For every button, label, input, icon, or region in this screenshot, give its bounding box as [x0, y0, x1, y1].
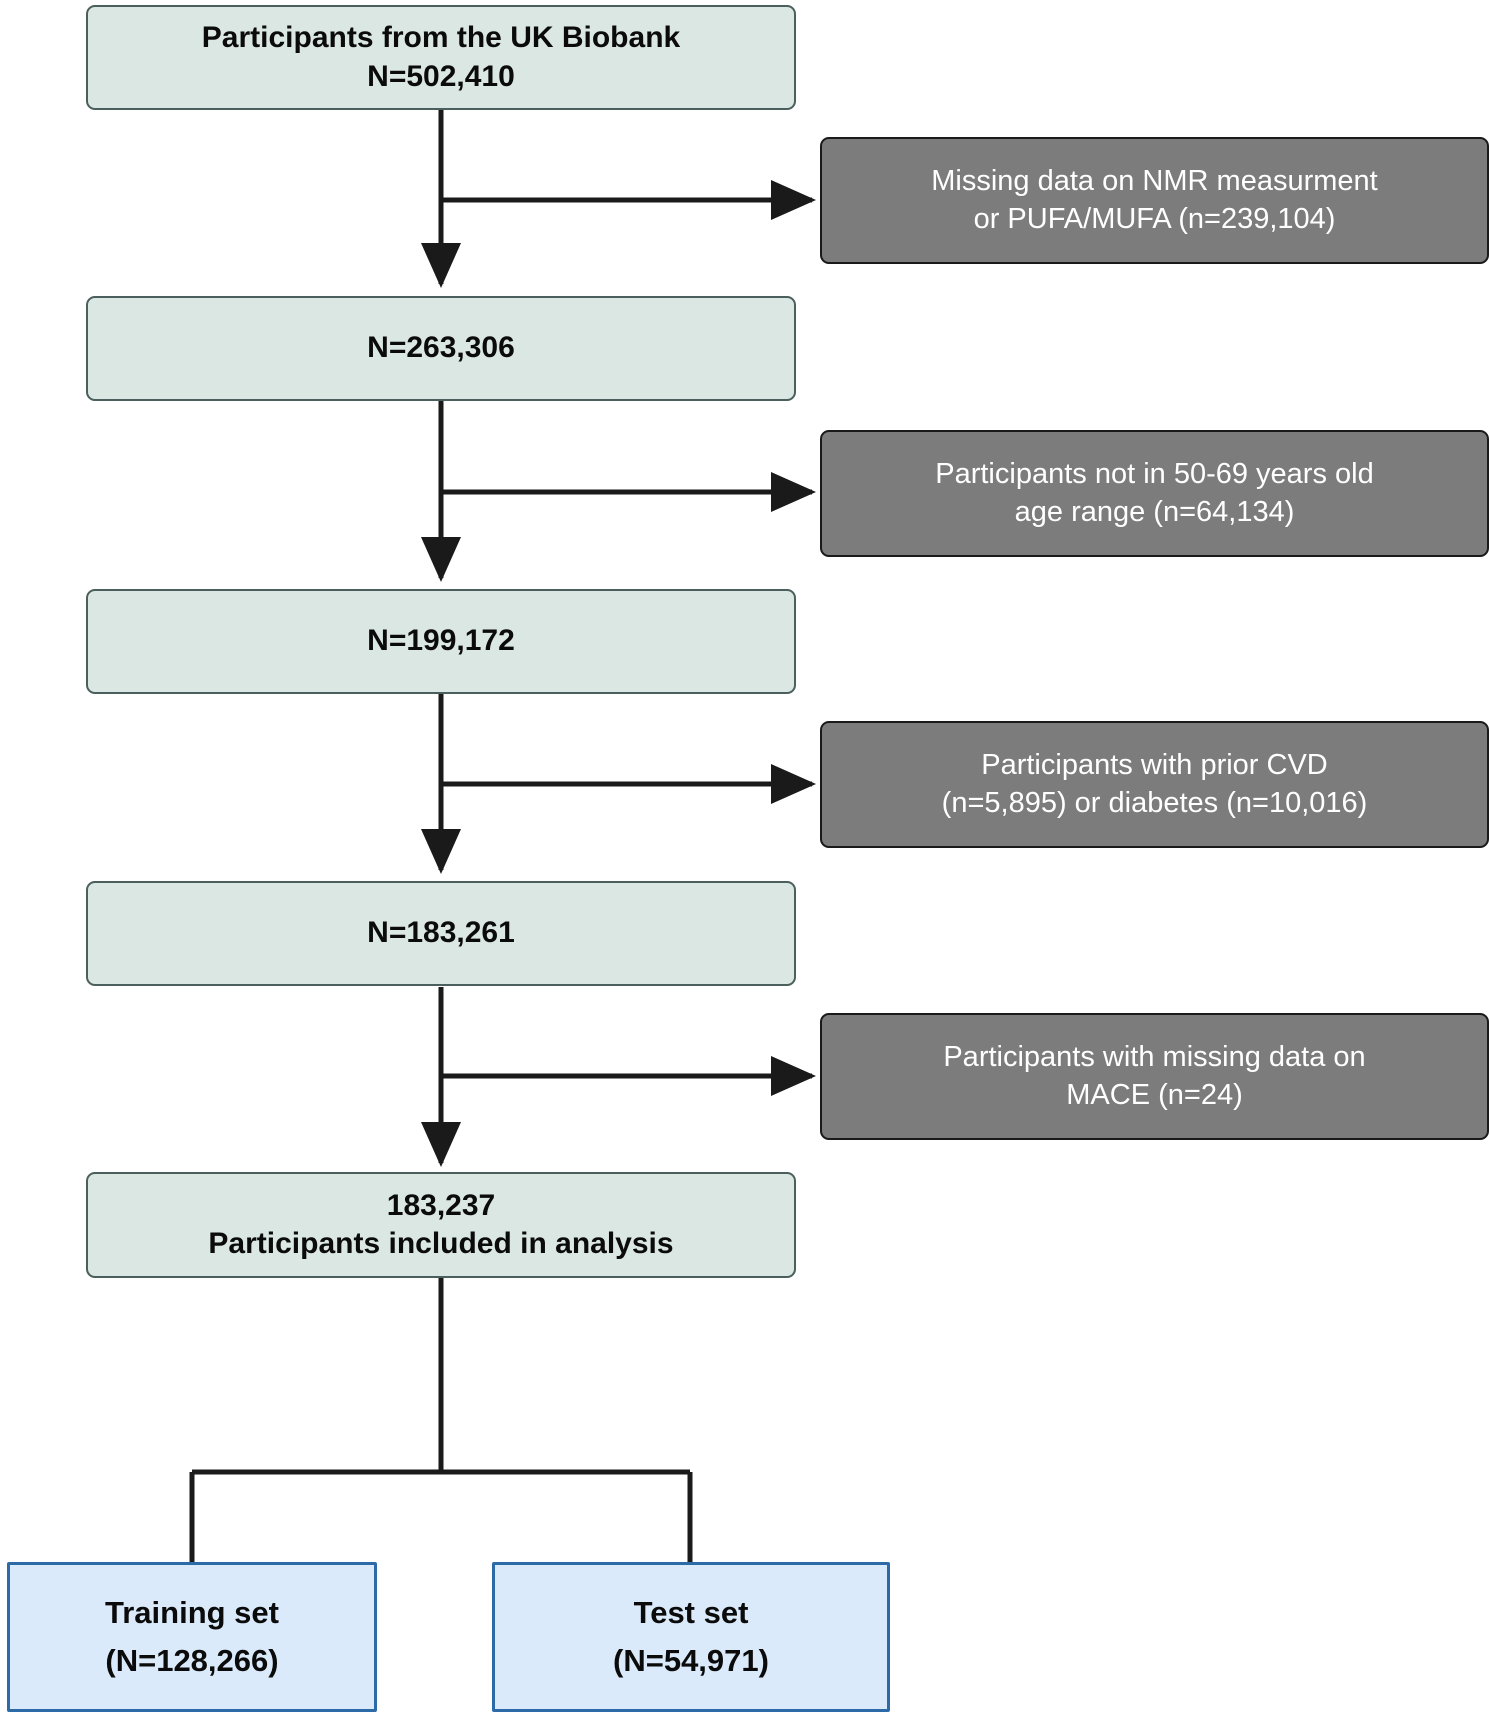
node-exclusion-nmr-label: Missing data on NMR measurment or PUFA/M…	[931, 165, 1378, 235]
node-exclusion-nmr: Missing data on NMR measurment or PUFA/M…	[820, 137, 1489, 264]
node-exclusion-mace-label: Participants with missing data on MACE (…	[943, 1041, 1366, 1111]
node-exclusion-cvd-diabetes: Participants with prior CVD (n=5,895) or…	[820, 721, 1489, 848]
node-after-cvd-diabetes-exclusion-label: N=183,261	[367, 916, 515, 950]
node-after-nmr-exclusion: N=263,306	[86, 296, 796, 401]
node-analysis-population-label: 183,237 Participants included in analysi…	[208, 1188, 674, 1260]
node-exclusion-age: Participants not in 50-69 years old age …	[820, 430, 1489, 557]
node-exclusion-age-label: Participants not in 50-69 years old age …	[935, 458, 1374, 528]
node-exclusion-mace: Participants with missing data on MACE (…	[820, 1013, 1489, 1140]
node-after-age-exclusion-label: N=199,172	[367, 624, 515, 658]
node-training-set-label: Training set (N=128,266)	[105, 1594, 279, 1678]
node-source-population-label: Participants from the UK Biobank N=502,4…	[201, 21, 681, 93]
node-test-set: Test set (N=54,971)	[492, 1562, 890, 1712]
node-after-age-exclusion: N=199,172	[86, 589, 796, 694]
node-test-set-label: Test set (N=54,971)	[613, 1594, 769, 1678]
node-after-cvd-diabetes-exclusion: N=183,261	[86, 881, 796, 986]
node-after-nmr-exclusion-label: N=263,306	[367, 331, 515, 365]
node-training-set: Training set (N=128,266)	[7, 1562, 377, 1712]
node-exclusion-cvd-diabetes-label: Participants with prior CVD (n=5,895) or…	[941, 749, 1368, 819]
node-source-population: Participants from the UK Biobank N=502,4…	[86, 5, 796, 110]
node-analysis-population: 183,237 Participants included in analysi…	[86, 1172, 796, 1278]
